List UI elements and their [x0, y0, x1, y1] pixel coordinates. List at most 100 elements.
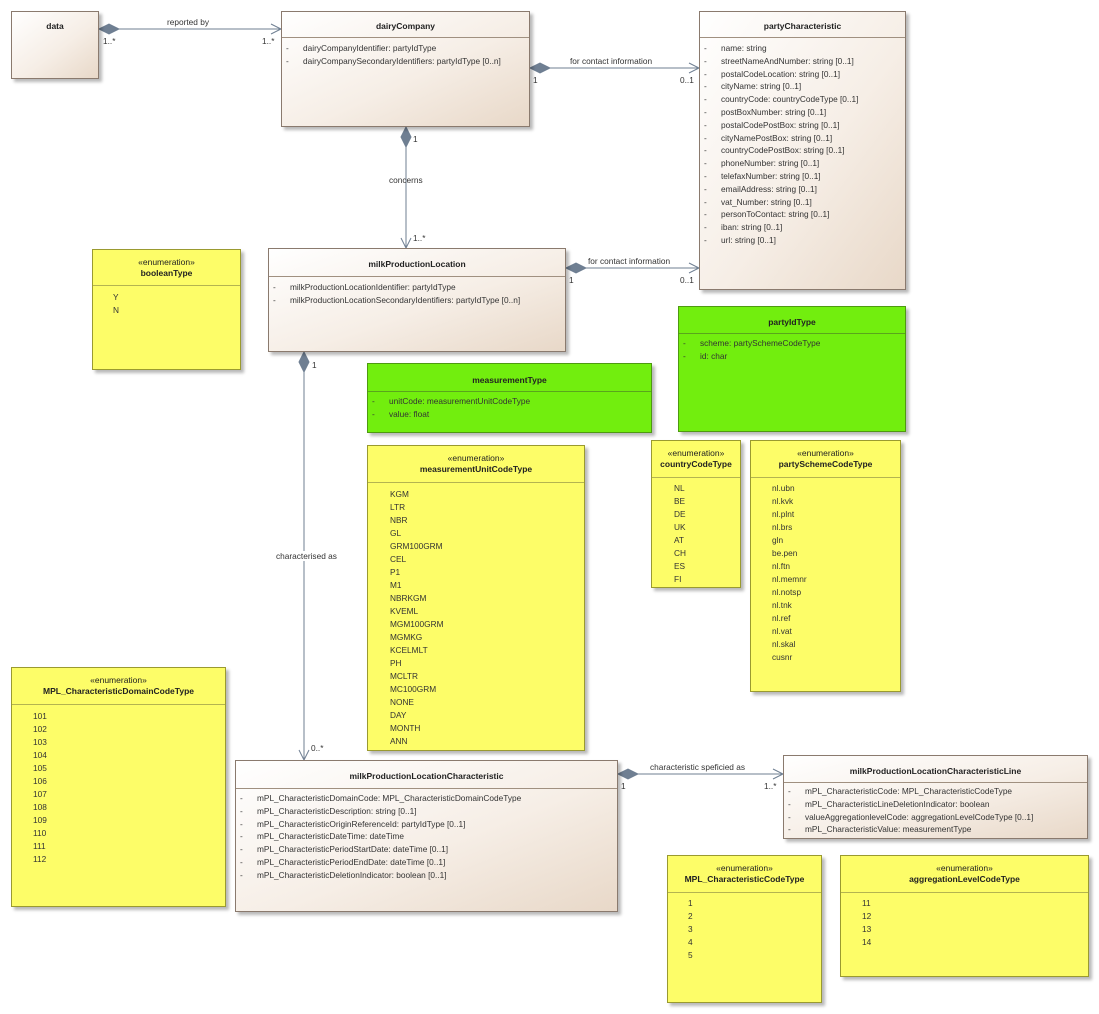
- enum-literal: CEL: [390, 554, 407, 564]
- attribute: -milkProductionLocationSecondaryIdentifi…: [273, 294, 521, 305]
- literal-list: 101 102 103 104 105 106 107 108 109 110 …: [33, 710, 47, 866]
- class-milk-production-location[interactable]: milkProductionLocation -milkProductionLo…: [268, 248, 566, 352]
- enum-literal: 101: [33, 711, 47, 721]
- enum-title: booleanType: [140, 268, 193, 278]
- enum-literal: NBR: [390, 515, 408, 525]
- class-milk-production-location-characteristic[interactable]: milkProductionLocationCharacteristic -mP…: [235, 760, 618, 912]
- compartment-divider: [679, 333, 905, 334]
- enum-literal: 1: [688, 898, 693, 908]
- compartment-divider: [751, 477, 900, 478]
- assoc-specified-target-mult: 1..*: [764, 781, 777, 791]
- enum-measurement-unit-code-type[interactable]: «enumeration» measurementUnitCodeType KG…: [367, 445, 585, 751]
- compartment-divider: [236, 788, 617, 789]
- enum-literal: PH: [390, 658, 402, 668]
- attribute: -milkProductionLocationIdentifier: party…: [273, 282, 456, 292]
- attribute: -dairyCompanyIdentifier: partyIdType: [286, 43, 437, 53]
- enum-boolean-type[interactable]: «enumeration» booleanType Y N: [92, 249, 241, 370]
- class-dairy-company[interactable]: dairyCompany -dairyCompanyIdentifier: pa…: [281, 11, 530, 127]
- stereotype-label: «enumeration»: [936, 863, 993, 873]
- enum-mpl-characteristic-domain-code-type[interactable]: «enumeration» MPL_CharacteristicDomainCo…: [11, 667, 226, 907]
- assoc-specified-diamond: [616, 768, 640, 780]
- enum-literal: FI: [674, 574, 682, 584]
- attribute-list: -mPL_CharacteristicDomainCode: MPL_Chara…: [240, 792, 615, 882]
- compartment-divider: [269, 276, 565, 277]
- enum-literal: GRM100GRM: [390, 541, 443, 551]
- assoc-contact-company-label: for contact information: [570, 56, 653, 66]
- compartment-divider: [93, 285, 240, 286]
- enum-literal: 105: [33, 763, 47, 773]
- literal-list: Y N: [113, 291, 119, 317]
- enum-literal: BE: [674, 496, 686, 506]
- datatype-party-id-type[interactable]: partyIdType -scheme: partySchemeCodeType…: [678, 306, 906, 432]
- literal-list: 11 12 13 14: [862, 897, 871, 949]
- attribute: -postBoxNumber: string [0..1]: [704, 106, 827, 117]
- attribute: -value: float: [372, 408, 430, 419]
- enum-title: aggregationLevelCodeType: [909, 874, 1020, 884]
- enum-literal: 110: [33, 828, 47, 838]
- stereotype-label: «enumeration»: [667, 448, 725, 458]
- class-title: milkProductionLocation: [368, 259, 466, 269]
- attribute: -unitCode: measurementUnitCodeType: [372, 396, 531, 406]
- class-title: measurementType: [472, 375, 547, 385]
- enum-literal: nl.kvk: [772, 496, 794, 506]
- enum-literal: nl.notsp: [772, 587, 802, 597]
- enum-literal: nl.ref: [772, 613, 791, 623]
- attribute-list: -unitCode: measurementUnitCodeType -valu…: [372, 395, 649, 421]
- attribute: -dairyCompanySecondaryIdentifiers: party…: [286, 55, 501, 66]
- enum-literal: nl.tnk: [772, 600, 792, 610]
- enum-title: MPL_CharacteristicDomainCodeType: [43, 686, 194, 696]
- assoc-characterised-as-diamond: [298, 350, 310, 374]
- enum-aggregation-level-code-type[interactable]: «enumeration» aggregationLevelCodeType 1…: [840, 855, 1089, 977]
- assoc-reported-by-source-mult: 1..*: [103, 36, 116, 46]
- attribute: -countryCodePostBox: string [0..1]: [704, 145, 845, 156]
- attribute: -postalCodePostBox: string [0..1]: [704, 119, 840, 130]
- enum-literal: nl.plnt: [772, 509, 795, 519]
- attribute-list: -dairyCompanyIdentifier: partyIdType -da…: [286, 42, 527, 68]
- enum-literal: KCELMLT: [390, 645, 428, 655]
- attribute: -postalCodeLocation: string [0..1]: [704, 68, 840, 79]
- enum-literal: 109: [33, 815, 47, 825]
- class-party-characteristic[interactable]: partyCharacteristic -name: string -stree…: [699, 11, 906, 290]
- attribute: -phoneNumber: string [0..1]: [704, 158, 820, 169]
- attribute: -mPL_CharacteristicDateTime: dateTime: [240, 831, 404, 842]
- compartment-divider: [368, 482, 584, 483]
- enum-literal: LTR: [390, 502, 406, 512]
- enum-literal: GL: [390, 528, 402, 538]
- enum-country-code-type[interactable]: «enumeration» countryCodeType NL BE DE U…: [651, 440, 741, 588]
- class-milk-production-location-characteristic-line[interactable]: milkProductionLocationCharacteristicLine…: [783, 755, 1088, 839]
- assoc-specified-label: characteristic speficied as: [650, 762, 745, 772]
- compartment-divider: [700, 37, 905, 38]
- assoc-concerns-label: concerns: [389, 175, 423, 185]
- enum-literal: be.pen: [772, 548, 798, 558]
- enum-literal: nl.memnr: [772, 574, 807, 584]
- literal-list: KGM LTR NBR GL GRM100GRM CEL P1 M1 NBRKG…: [390, 488, 443, 748]
- assoc-concerns-target-mult: 1..*: [413, 233, 426, 243]
- class-title: milkProductionLocationCharacteristicLine: [849, 766, 1022, 776]
- attribute: -vat_Number: string [0..1]: [704, 196, 812, 207]
- attribute: -mPL_CharacteristicCode: MPL_Characteris…: [788, 786, 1013, 796]
- enum-literal: 4: [688, 937, 693, 947]
- assoc-contact-location-diamond: [564, 262, 588, 274]
- enum-literal: 13: [862, 924, 872, 934]
- class-data[interactable]: data: [11, 11, 99, 79]
- enum-header: «enumeration» countryCodeType: [652, 448, 740, 469]
- enum-literal: NONE: [390, 697, 414, 707]
- enum-title: measurementUnitCodeType: [419, 464, 533, 474]
- enum-literal: MCLTR: [390, 671, 418, 681]
- enum-header: «enumeration» aggregationLevelCodeType: [841, 863, 1088, 884]
- attribute: -mPL_CharacteristicPeriodEndDate: dateTi…: [240, 856, 446, 867]
- class-title: dairyCompany: [375, 21, 436, 31]
- literal-list: NL BE DE UK AT CH ES FI: [674, 482, 686, 586]
- enum-literal: nl.ubn: [772, 483, 795, 493]
- enum-title: MPL_CharacteristicCodeType: [684, 874, 805, 884]
- enum-party-scheme-code-type[interactable]: «enumeration» partySchemeCodeType nl.ubn…: [750, 440, 901, 692]
- assoc-reported-by-label: reported by: [167, 17, 209, 27]
- stereotype-label: «enumeration»: [138, 257, 195, 267]
- assoc-concerns-diamond: [400, 125, 412, 149]
- datatype-measurement-type[interactable]: measurementType -unitCode: measurementUn…: [367, 363, 652, 433]
- class-title: data: [46, 21, 64, 31]
- enum-literal: 3: [688, 924, 693, 934]
- enum-literal: cusnr: [772, 652, 793, 662]
- enum-literal: nl.brs: [772, 522, 793, 532]
- enum-mpl-characteristic-code-type[interactable]: «enumeration» MPL_CharacteristicCodeType…: [667, 855, 822, 1003]
